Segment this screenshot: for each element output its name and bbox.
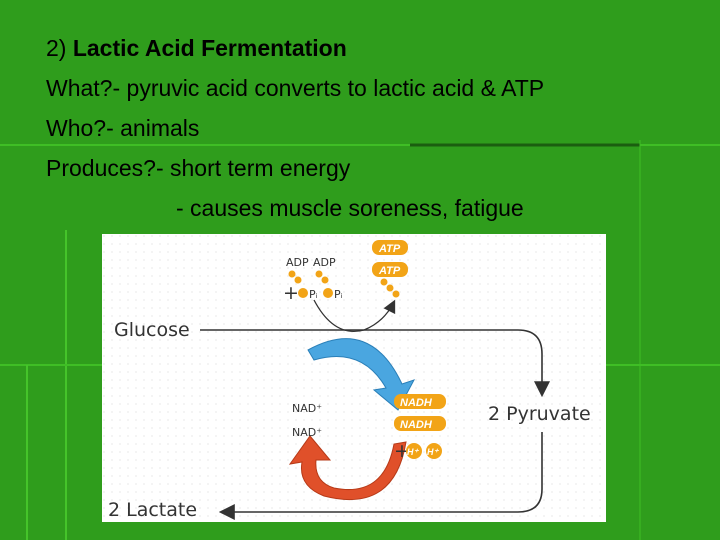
pyruvate-to-lactate-arrow (218, 432, 543, 520)
nadh-label-1: NADH (400, 397, 433, 409)
fermentation-diagram: Glucose 2 Pyruvate 2 Lactate ADP ADP + P… (102, 234, 606, 522)
nad-label-1: NAD⁺ (292, 402, 322, 415)
atp-label-1: ATP (378, 243, 401, 255)
heading-line: 2) Lactic Acid Fermentation (46, 28, 700, 68)
dot-grid (102, 234, 606, 522)
atp-badge-1 (372, 240, 408, 255)
hydrogen-label-1: H⁺ (407, 447, 419, 457)
atp-badge-2 (372, 262, 408, 277)
atp-phosphate-dot-1 (380, 278, 388, 286)
lactate-label: 2 Lactate (108, 499, 197, 521)
nadh-label-2: NADH (400, 419, 433, 431)
atp-arc-arrow (313, 299, 396, 332)
phosphate-dot-2 (323, 288, 333, 298)
plus-sign-1: + (283, 282, 299, 304)
adp-phosphate-dot-2 (294, 276, 302, 284)
slide-heading: Lactic Acid Fermentation (72, 35, 347, 61)
hydrogen-dot-1 (406, 443, 422, 459)
glucose-label: Glucose (114, 319, 190, 341)
adp-phosphate-dot-1 (288, 270, 296, 278)
pi-label-2: Pᵢ (334, 288, 343, 301)
heading-number: 2) (46, 35, 73, 61)
what-line: What?- pyruvic acid converts to lactic a… (46, 75, 545, 101)
atp-phosphate-dot-2 (386, 284, 394, 292)
who-line: Who?- animals (46, 115, 200, 141)
nadh-badge-1 (394, 394, 446, 409)
nad-label-2: NAD⁺ (292, 426, 322, 439)
plus-sign-2: + (394, 440, 410, 462)
pyruvate-label: 2 Pyruvate (488, 403, 591, 425)
red-redox-arrow (288, 435, 407, 500)
fermentation-diagram-svg: Glucose 2 Pyruvate 2 Lactate ADP ADP + P… (102, 234, 606, 522)
nadh-badge-2 (394, 416, 446, 431)
adp-phosphate-dot-3 (315, 270, 323, 278)
atp-phosphate-dot-3 (392, 290, 400, 298)
hydrogen-dot-2 (426, 443, 442, 459)
adp-label-2: ADP (313, 256, 336, 269)
adp-label-1: ADP (286, 256, 309, 269)
pi-label-1: Pᵢ (309, 288, 318, 301)
glucose-to-pyruvate-arrow (200, 329, 550, 398)
phosphate-dot-1 (298, 288, 308, 298)
causes-line: - causes muscle soreness, fatigue (176, 195, 524, 221)
adp-phosphate-dot-4 (321, 276, 329, 284)
hydrogen-label-2: H⁺ (427, 447, 439, 457)
produces-line: Produces?- short term energy (46, 155, 351, 181)
atp-label-2: ATP (378, 265, 401, 277)
slide-text: 2) Lactic Acid Fermentation What?- pyruv… (46, 28, 700, 228)
